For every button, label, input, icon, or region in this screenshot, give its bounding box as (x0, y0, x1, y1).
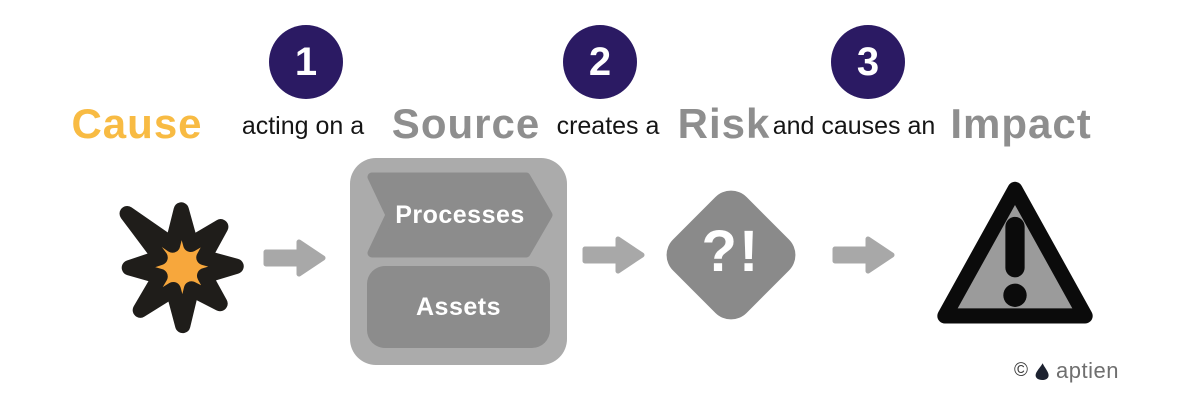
connector-and-causes-an: and causes an (772, 112, 936, 140)
heading-risk: Risk (677, 100, 771, 147)
step-number: 1 (294, 39, 318, 84)
step-badge-1: 1 (269, 25, 343, 99)
connector-creates-a: creates a (556, 112, 660, 140)
processes-label: Processes (395, 200, 525, 229)
assets-label: Assets (416, 292, 501, 321)
footer-brand: © aptien (1014, 358, 1119, 383)
arrow-right-icon (581, 233, 647, 277)
processes-chevron: Processes (366, 171, 554, 259)
explosion-icon (106, 182, 258, 352)
source-container: Processes Assets (350, 158, 567, 365)
step-number: 2 (588, 39, 612, 84)
assets-box: Assets (367, 266, 550, 348)
arrow-right-icon (262, 236, 328, 280)
question-exclamation-symbol: ?! (701, 218, 761, 284)
step-number: 3 (856, 39, 880, 84)
brand-drop-icon (1034, 362, 1050, 381)
arrow-right-icon (829, 233, 895, 277)
connector-acting-on-a: acting on a (241, 112, 365, 140)
warning-triangle-icon (932, 177, 1098, 331)
step-badge-3: 3 (831, 25, 905, 99)
heading-impact: Impact (950, 100, 1092, 147)
heading-source: Source (391, 100, 541, 147)
risk-diamond-icon: ?! (657, 181, 805, 329)
heading-cause: Cause (71, 100, 203, 147)
step-badge-2: 2 (563, 25, 637, 99)
brand-name: aptien (1056, 358, 1119, 383)
copyright-symbol: © (1014, 360, 1028, 381)
